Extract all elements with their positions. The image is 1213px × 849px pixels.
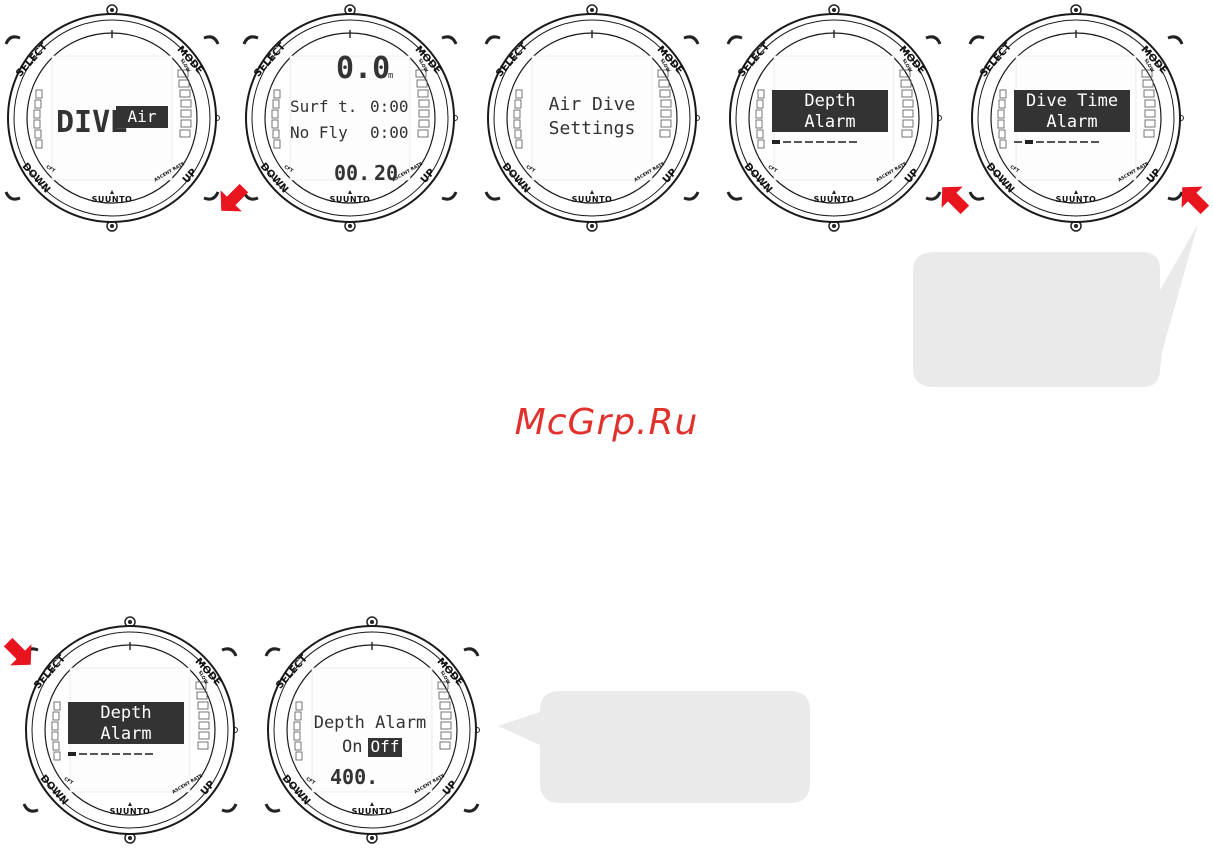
lcd-progress-dashes <box>1014 140 1099 144</box>
lcd-on-option: On <box>342 737 362 757</box>
cft-label: CFT <box>525 164 537 174</box>
lcd-highlight-background <box>1014 90 1130 132</box>
watch-1: SELECT MODE DOWN UP SUUNTO CFT ASCENT RA… <box>4 3 221 233</box>
lcd-off-highlight <box>368 738 402 757</box>
lcd-alarm-text: Alarm <box>100 724 151 744</box>
watch-5: SELECT MODE DOWN UP SUUNTO CFT ASCENT RA… <box>968 3 1185 233</box>
lcd-bottom-left: 00. <box>334 161 370 185</box>
lcd-depth-text: Depth <box>804 91 855 111</box>
brand-label: SUUNTO <box>330 195 371 204</box>
lcd-alarm-text: Alarm <box>804 112 855 132</box>
brand-label: SUUNTO <box>352 807 393 816</box>
lcd-air-tag: Air <box>128 107 157 126</box>
lcd-depth-text: Depth <box>100 703 151 723</box>
cft-label: CFT <box>1009 164 1021 174</box>
lcd-surf-label: Surf t. <box>290 97 357 116</box>
watermark-text: McGrp.Ru <box>514 402 699 443</box>
cft-label: CFT <box>767 164 779 174</box>
lcd-depth-readout: 0.0 m <box>336 51 393 86</box>
lcd-depth-alarm-text: Depth Alarm <box>314 713 427 733</box>
brand-label: SUUNTO <box>110 807 151 816</box>
brand-label: SUUNTO <box>814 195 855 204</box>
lcd-nofly-label: No Fly <box>290 123 348 142</box>
callout-bubble-top <box>913 224 1198 387</box>
brand-label: SUUNTO <box>92 195 133 204</box>
press-arrow-up <box>941 186 970 215</box>
lcd-bottom-right: 20 <box>374 161 398 185</box>
lcd-off-option: Off <box>371 737 400 756</box>
lcd-depth-unit: m <box>388 71 393 81</box>
press-arrow-up <box>1181 186 1210 215</box>
watch-4: SELECT MODE DOWN UP SUUNTO CFT ASCENT RA… <box>726 3 943 233</box>
lcd-highlight-background <box>68 702 184 744</box>
watch-7: SELECT MODE DOWN UP SUUNTO CFT ASCENT RA… <box>264 615 481 845</box>
brand-label: SUUNTO <box>572 195 613 204</box>
lcd-surf-value: 0:00 <box>370 97 409 116</box>
lcd-nofly-value: 0:00 <box>370 123 409 142</box>
lcd-tag-background <box>116 106 168 128</box>
cft-label: CFT <box>305 776 317 786</box>
watch-2: SELECT MODE DOWN UP SUUNTO CFT ASCENT RA… <box>242 3 459 233</box>
cft-label: CFT <box>45 164 57 174</box>
cft-label: CFT <box>283 164 295 174</box>
lcd-depth-value: 400. <box>330 765 378 789</box>
lcd-progress-dashes <box>772 140 857 144</box>
lcd-alarm-text: Alarm <box>1046 112 1097 132</box>
watch-6: SELECT MODE DOWN UP SUUNTO CFT ASCENT RA… <box>22 615 239 845</box>
callout-bubble-bottom <box>498 691 810 803</box>
brand-label: SUUNTO <box>1056 195 1097 204</box>
press-arrow-down <box>220 183 249 212</box>
cft-label: CFT <box>63 776 75 786</box>
lcd-highlight-background <box>772 90 888 132</box>
watch-3: SELECT MODE DOWN UP SUUNTO CFT ASCENT RA… <box>484 3 701 233</box>
lcd-settings-text: Settings <box>549 118 636 139</box>
lcd-dive-time-text: Dive Time <box>1026 91 1118 111</box>
lcd-air-dive-text: Air Dive <box>549 94 636 115</box>
lcd-depth-value: 0.0 <box>336 51 390 86</box>
lcd-progress-dashes <box>68 752 153 756</box>
press-arrow-select <box>3 637 32 666</box>
